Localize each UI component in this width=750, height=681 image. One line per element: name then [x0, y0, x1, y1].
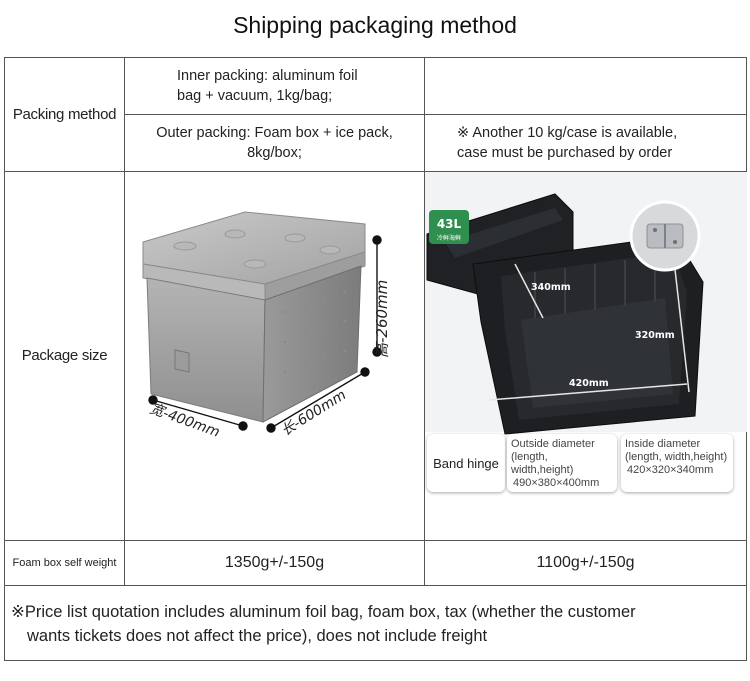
outside-diameter-title: Outside diameter	[511, 438, 595, 451]
outside-diameter-value: 490×380×400mm	[513, 477, 600, 490]
packing-row-outer: Outer packing: Foam box + ice pack, 8kg/…	[5, 114, 747, 173]
inner-packing-cell: Inner packing: aluminum foil bag + vacuu…	[124, 56, 425, 116]
inner-packing-line1: Inner packing: aluminum foil	[177, 68, 358, 85]
weight-right-value: 1100g+/-150g	[424, 539, 747, 586]
weight-left-value: 1350g+/-150g	[124, 539, 425, 586]
weight-label: Foam box self weight	[4, 539, 125, 586]
black-box-image-cell: 340mm 320mm 420mm 43L 冷鲜海鲜 Band hinge	[424, 171, 747, 541]
outside-diameter-box: Outside diameter (length, width,height) …	[507, 434, 617, 493]
packing-method-label: Packing method	[4, 56, 125, 173]
footer-line2: wants tickets does not affect the price)…	[27, 626, 488, 645]
packing-row-inner: Packing method Inner packing: aluminum f…	[4, 56, 747, 173]
footer-note: ※Price list quotation includes aluminum …	[4, 584, 747, 662]
height-dimension-label: 高-260mm	[373, 280, 391, 358]
dim-340-label: 340mm	[531, 282, 571, 293]
capacity-badge-text: 43L	[437, 217, 462, 231]
footer-line1: ※Price list quotation includes aluminum …	[11, 602, 636, 621]
dim-420-label: 420mm	[569, 378, 609, 389]
grey-foam-box-image: 宽-400mm 长-600mm 高-260mm	[142, 211, 391, 441]
band-hinge-label: Band hinge	[433, 455, 499, 471]
package-size-label: Package size	[4, 171, 125, 541]
outer-packing-cell: Outer packing: Foam box + ice pack, 8kg/…	[124, 114, 425, 173]
case-note-line1: ※ Another 10 kg/case is available,	[457, 125, 678, 142]
case-note-line2: case must be purchased by order	[457, 145, 673, 162]
black-foam-box-image: 340mm 320mm 420mm 43L 冷鲜海鲜	[425, 172, 747, 435]
outer-packing-line2: 8kg/box;	[247, 145, 302, 162]
package-size-row: Package size	[4, 171, 747, 541]
inner-packing-line2: bag + vacuum, 1kg/bag;	[177, 88, 333, 105]
page-title: Shipping packaging method	[233, 12, 517, 38]
packaging-table: Packing method Inner packing: aluminum f…	[4, 56, 747, 662]
grey-box-image-cell: 宽-400mm 长-600mm 高-260mm	[124, 171, 425, 541]
inside-diameter-title: Inside diameter	[625, 438, 701, 451]
outside-diameter-sub: (length, width,height)	[511, 451, 574, 477]
band-hinge-box: Band hinge	[427, 434, 505, 493]
empty-cell	[424, 56, 747, 116]
capacity-badge-subtext: 冷鲜海鲜	[437, 234, 461, 242]
inside-diameter-sub: (length, width,height)	[625, 451, 728, 464]
inside-diameter-box: Inside diameter (length, width,height) 4…	[621, 434, 733, 493]
capacity-badge	[429, 210, 469, 245]
inside-diameter-value: 420×320×340mm	[627, 464, 714, 477]
footer-row: ※Price list quotation includes aluminum …	[4, 584, 747, 662]
case-note-cell: ※ Another 10 kg/case is available, case …	[424, 114, 747, 173]
weight-row: Foam box self weight 1350g+/-150g 1100g+…	[4, 539, 747, 586]
dim-320-label: 320mm	[635, 330, 675, 341]
outer-packing-line1: Outer packing: Foam box + ice pack,	[156, 125, 393, 142]
